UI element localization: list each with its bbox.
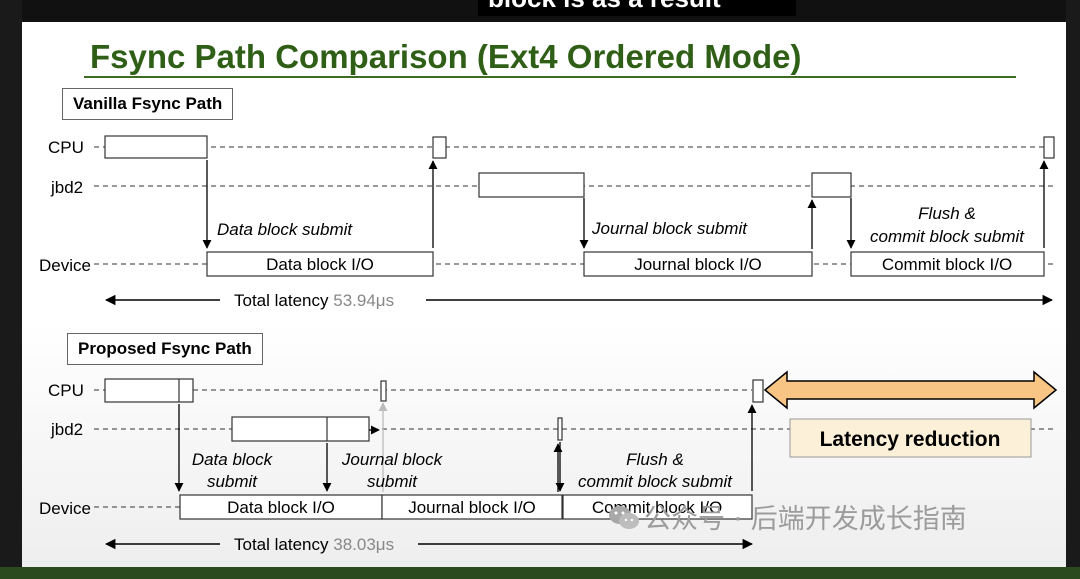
latency-reduction-label: Latency reduction xyxy=(820,428,1001,451)
vanilla-diagram: CPU jbd2 Device Data block I/O Journal b… xyxy=(39,135,1056,310)
row-label-jbd2: jbd2 xyxy=(50,178,83,197)
latency-reduction-arrow xyxy=(763,370,1058,410)
journal-io-block-2 xyxy=(381,494,563,520)
vanilla-arrows xyxy=(202,160,1049,249)
journal-submit-label-2b: submit xyxy=(367,472,418,491)
data-io-block-2 xyxy=(179,494,383,520)
commit-io-block-2 xyxy=(562,494,753,520)
data-submit-label: Data block submit xyxy=(217,220,353,239)
latency-label-text-2: Total latency xyxy=(234,535,329,554)
jbd2-block xyxy=(478,172,585,198)
proposed-diagram: CPU jbd2 Device Data block I/O xyxy=(39,370,1058,554)
flush-label-2b: commit block submit xyxy=(578,472,733,491)
latency-label: Total latency 53.94μs xyxy=(234,291,394,310)
row-label-cpu-2: CPU xyxy=(48,381,84,400)
row-label-cpu: CPU xyxy=(48,138,84,157)
flush-label-2: commit block submit xyxy=(870,227,1025,246)
slide-title: Fsync Path Comparison (Ext4 Ordered Mode… xyxy=(90,38,802,75)
latency-value: 53.94μs xyxy=(333,291,394,310)
slide: Fsync Path Comparison (Ext4 Ordered Mode… xyxy=(22,22,1066,567)
caption-text: block is as a result xyxy=(488,0,721,14)
latency-reduction-box xyxy=(789,418,1032,458)
timeline-dashes xyxy=(94,146,1056,265)
jbd2-commit-block xyxy=(811,172,852,198)
window-frame-right xyxy=(1066,0,1080,579)
watermark: 公众号 · 后端开发成长指南 xyxy=(644,504,967,535)
cpu-block-2 xyxy=(104,378,194,403)
slide-footer-band xyxy=(0,567,1080,579)
cpu-end-block-2 xyxy=(752,379,764,403)
journal-io-label: Journal block I/O xyxy=(634,255,762,274)
commit-io-label: Commit block I/O xyxy=(882,255,1012,274)
journal-submit-label: Journal block submit xyxy=(591,219,748,238)
flush-label-2a: Flush & xyxy=(626,450,684,469)
jbd2-commit-block-2 xyxy=(557,417,563,441)
cpu-end-block xyxy=(1043,136,1055,159)
journal-submit-label-2a: Journal block xyxy=(341,450,444,469)
title-underline xyxy=(84,76,1016,78)
data-submit-label-2b: submit xyxy=(207,472,258,491)
latency-label-2: Total latency 38.03μs xyxy=(234,535,394,554)
flush-label-1: Flush & xyxy=(918,204,976,223)
proposed-heading: Proposed Fsync Path xyxy=(67,333,263,365)
data-io-label-2: Data block I/O xyxy=(227,498,335,517)
latency-value-2: 38.03μs xyxy=(333,535,394,554)
journal-io-block xyxy=(583,251,813,277)
latency-label-text: Total latency xyxy=(234,291,329,310)
jbd2-block-2 xyxy=(231,416,370,442)
fsync-diagram: CPU jbd2 Device Data block I/O Journal b… xyxy=(39,135,1058,554)
commit-io-block xyxy=(850,251,1045,277)
window-frame-left xyxy=(0,0,22,579)
proposed-blocks xyxy=(104,378,764,520)
vanilla-heading: Vanilla Fsync Path xyxy=(62,88,234,120)
cpu-notify-block xyxy=(380,380,387,402)
proposed-arrows xyxy=(174,404,757,492)
cpu-block xyxy=(104,135,208,159)
cpu-wake-block xyxy=(432,136,447,159)
vanilla-blocks xyxy=(104,135,1055,277)
row-label-device-2: Device xyxy=(39,499,91,518)
data-io-label: Data block I/O xyxy=(266,255,374,274)
row-label-jbd2-2: jbd2 xyxy=(50,420,83,439)
journal-io-label-2: Journal block I/O xyxy=(408,498,536,517)
row-label-device: Device xyxy=(39,256,91,275)
video-caption: block is as a result xyxy=(478,0,796,16)
wechat-icon xyxy=(609,506,639,529)
data-submit-label-2a: Data block xyxy=(192,450,274,469)
data-io-block xyxy=(206,251,434,277)
